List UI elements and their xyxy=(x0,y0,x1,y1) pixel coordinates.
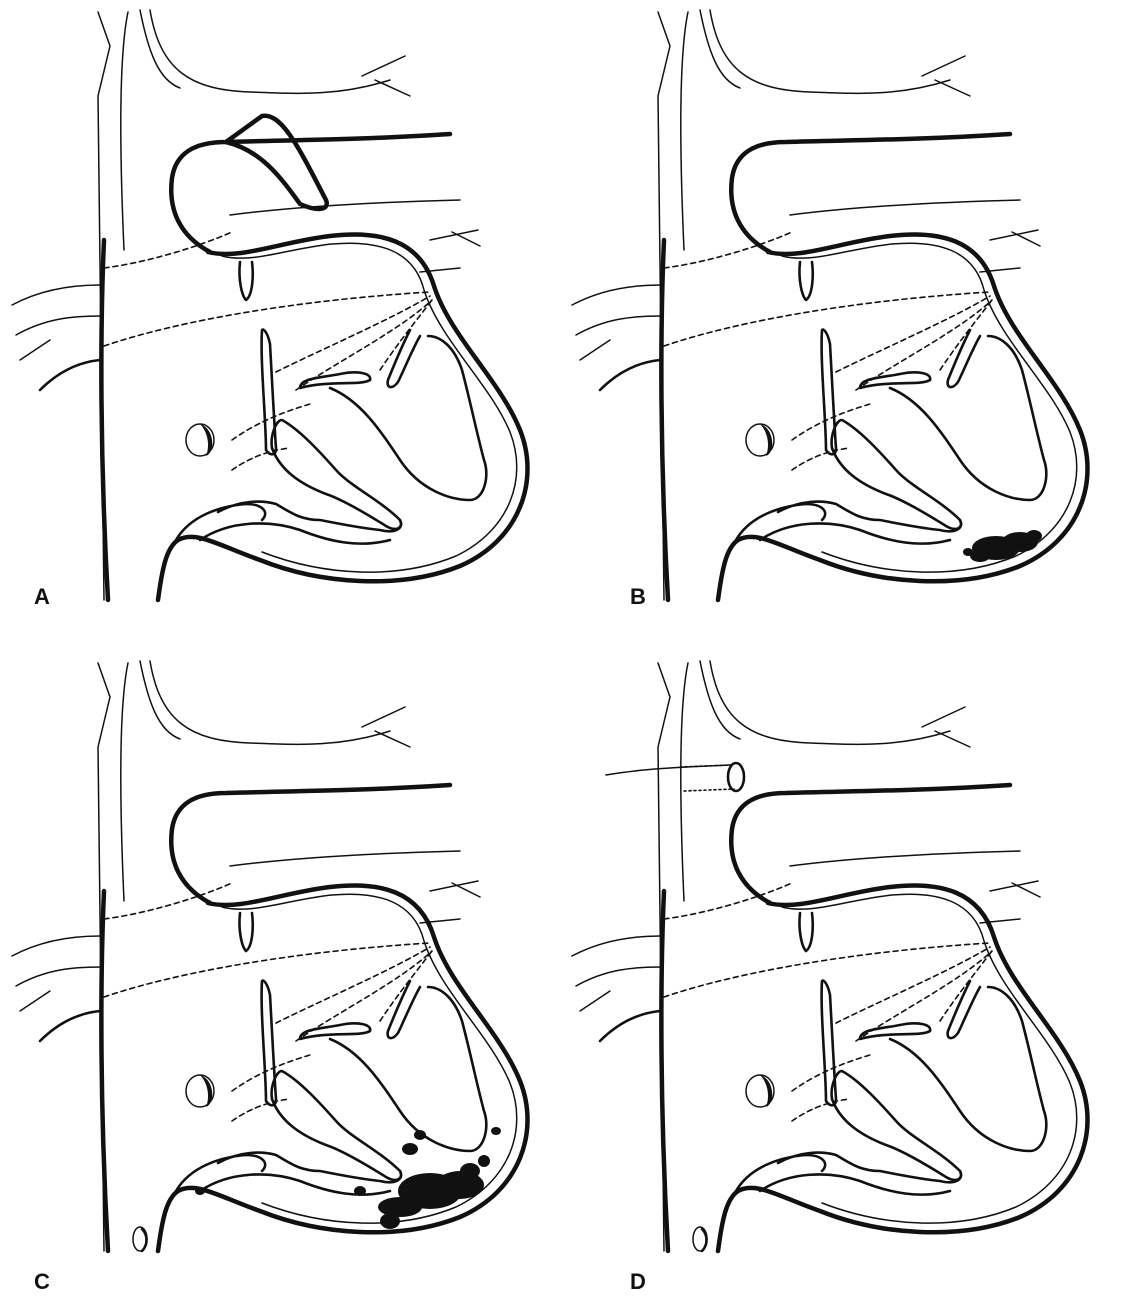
heart-diagram xyxy=(0,651,560,1302)
lesion-blob xyxy=(478,1155,490,1167)
panel-label: B xyxy=(630,586,646,608)
lesion-blob xyxy=(460,1163,480,1179)
diagram-panel-b: B xyxy=(560,0,1120,651)
vertical-vessel xyxy=(658,10,740,600)
aortic-arch[interactable] xyxy=(171,134,460,252)
lesion-blob xyxy=(414,1130,426,1140)
lesion-area xyxy=(195,1127,501,1229)
left-branch-vessels xyxy=(572,936,660,1041)
panel-label: A xyxy=(34,586,50,608)
right-branch-vessels xyxy=(420,881,480,923)
right-branch-vessels xyxy=(980,230,1040,272)
aortic-arch[interactable] xyxy=(731,134,1020,252)
upper-vessel-ring xyxy=(606,763,744,791)
upper-branch-vessel xyxy=(150,10,410,96)
lower-vessel-ring xyxy=(693,1227,707,1251)
catheter-marker[interactable] xyxy=(186,1075,214,1107)
lesion-blob xyxy=(970,550,990,562)
lesion-blob xyxy=(380,1213,400,1229)
right-branch-vessels xyxy=(980,881,1040,923)
heart-diagram xyxy=(560,0,1120,651)
catheter-marker[interactable] xyxy=(746,424,774,456)
diagram-panel-c: C xyxy=(0,651,560,1302)
vertical-vessel xyxy=(98,661,180,1251)
vertical-vessel xyxy=(658,661,740,1251)
arch-branch-loop xyxy=(226,116,327,209)
lesion-blob xyxy=(963,548,973,556)
lesion-blob xyxy=(491,1127,501,1135)
catheter-marker[interactable] xyxy=(746,1075,774,1107)
aortic-arch[interactable] xyxy=(171,785,460,903)
upper-branch-vessel xyxy=(710,661,970,747)
catheter-marker[interactable] xyxy=(186,424,214,456)
left-branch-vessels xyxy=(12,285,100,390)
heart-outline[interactable] xyxy=(158,234,528,600)
left-branch-vessels xyxy=(572,285,660,390)
lesion-blob xyxy=(354,1186,366,1196)
aortic-arch[interactable] xyxy=(731,785,1020,903)
heart-diagram xyxy=(560,651,1120,1302)
vertical-vessel xyxy=(98,10,180,600)
lower-vessel-ring xyxy=(133,1227,147,1251)
panel-label: D xyxy=(630,1271,646,1293)
diagram-panel-d: D xyxy=(560,651,1120,1302)
lesion-blob xyxy=(1026,530,1042,542)
heart-diagram xyxy=(0,0,560,651)
upper-branch-vessel xyxy=(150,661,410,747)
right-branch-vessels xyxy=(420,230,480,272)
diagram-panel-a: A xyxy=(0,0,560,651)
lesion-area xyxy=(963,530,1042,562)
upper-branch-vessel xyxy=(710,10,970,96)
heart-outline[interactable] xyxy=(718,885,1088,1251)
left-branch-vessels xyxy=(12,936,100,1041)
panel-label: C xyxy=(34,1271,50,1293)
lesion-blob xyxy=(402,1143,418,1155)
lesion-blob xyxy=(378,1197,422,1217)
lesion-blob xyxy=(195,1187,205,1195)
